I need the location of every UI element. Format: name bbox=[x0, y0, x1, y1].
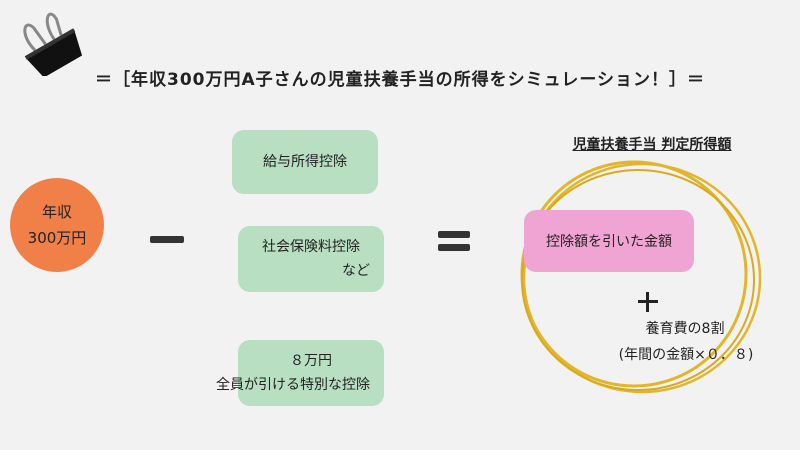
special-deduction-box: ８万円 全員が引ける特別な控除 bbox=[216, 340, 384, 406]
binder-clip-icon bbox=[10, 4, 90, 78]
social-insurance-etc: など bbox=[342, 263, 370, 279]
social-insurance-label: 社会保険料控除 bbox=[262, 239, 360, 255]
hand-drawn-circle-icon bbox=[500, 140, 800, 440]
page-title: ＝［年収300万円A子さんの児童扶養手当の所得をシミュレーション！］＝ bbox=[95, 69, 705, 90]
income-label: 年収 bbox=[41, 203, 72, 221]
income-amount: 300万円 bbox=[27, 229, 87, 247]
equals-icon-lower-bar bbox=[438, 244, 470, 251]
result-heading: 児童扶養手当 判定所得額 bbox=[572, 137, 732, 153]
special-deduction-label: 全員が引ける特別な控除 bbox=[216, 377, 370, 393]
net-amount-box: 控除額を引いた金額 bbox=[524, 210, 694, 272]
minus-icon bbox=[150, 236, 184, 243]
special-deduction-amount: ８万円 bbox=[290, 353, 332, 369]
equals-icon bbox=[438, 231, 470, 238]
salary-deduction-box: 給与所得控除 bbox=[232, 130, 378, 194]
net-amount-label: 控除額を引いた金額 bbox=[546, 234, 672, 250]
plus-icon-vertical bbox=[646, 292, 649, 312]
child-support-formula: (年間の金額×０．８) bbox=[618, 347, 754, 363]
social-insurance-deduction-box: 社会保険料控除 など bbox=[238, 226, 384, 292]
income-circle: 年収 300万円 bbox=[10, 178, 104, 272]
salary-deduction-label: 給与所得控除 bbox=[263, 154, 347, 170]
child-support-label: 養育費の8割 bbox=[645, 321, 725, 337]
